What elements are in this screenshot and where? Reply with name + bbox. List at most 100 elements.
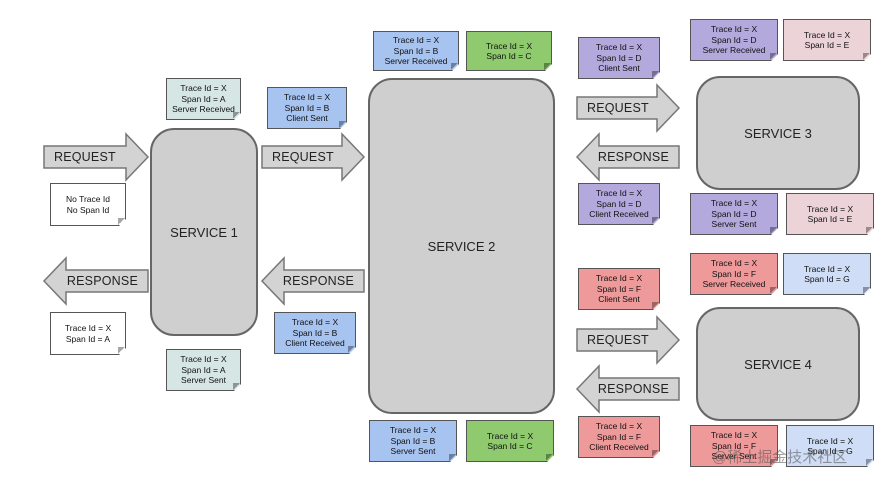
note-s2-client-received-d: Trace Id = X Span Id = D Client Received bbox=[578, 183, 660, 225]
note-line: Server Received bbox=[384, 56, 448, 67]
response-arrow-3: RESPONSE bbox=[575, 132, 680, 182]
note-line: Span Id = F bbox=[711, 440, 757, 451]
note-line: Trace Id = X bbox=[806, 435, 854, 446]
note-s1-client-received: Trace Id = X Span Id = B Client Received bbox=[274, 312, 356, 354]
service-3-box: SERVICE 3 bbox=[696, 76, 860, 190]
note-s3-server-received: Trace Id = X Span Id = D Server Received bbox=[690, 19, 778, 61]
note-line: Trace Id = X bbox=[283, 92, 331, 103]
response-label-4: RESPONSE bbox=[597, 382, 669, 396]
request-label-1: REQUEST bbox=[54, 150, 116, 164]
note-line: Trace Id = X bbox=[64, 323, 112, 333]
note-line: Server Received bbox=[172, 104, 235, 115]
note-line: Client Received bbox=[589, 442, 649, 453]
note-line: Span Id = A bbox=[65, 333, 111, 344]
note-line: Trace Id = X bbox=[803, 29, 851, 40]
note-s3-server-sent: Trace Id = X Span Id = D Server Sent bbox=[690, 193, 778, 235]
note-line: Span Id = B bbox=[393, 45, 439, 56]
note-line: Server Sent bbox=[181, 375, 226, 386]
note-line: Client Sent bbox=[598, 294, 640, 305]
note-line: Trace Id = X bbox=[595, 273, 643, 284]
service-2-label: SERVICE 2 bbox=[427, 238, 496, 254]
note-line: Client Sent bbox=[286, 113, 328, 124]
response-label-1: RESPONSE bbox=[66, 274, 138, 288]
note-line: Span Id = D bbox=[711, 34, 757, 45]
note-client-response: Trace Id = X Span Id = A bbox=[50, 312, 126, 355]
note-line: Trace Id = X bbox=[710, 198, 758, 209]
note-s4-server-received: Trace Id = X Span Id = F Server Received bbox=[690, 253, 778, 295]
note-line: Trace Id = X bbox=[291, 317, 339, 328]
note-line: Span Id = B bbox=[284, 102, 330, 113]
note-line: Server Received bbox=[702, 279, 766, 290]
note-s1-server-received: Trace Id = X Span Id = A Server Received bbox=[166, 78, 241, 120]
note-line: Span Id = D bbox=[711, 208, 757, 219]
response-label-3: RESPONSE bbox=[597, 150, 669, 164]
note-s4-span-g-bottom: Trace Id = X Span Id = G bbox=[786, 425, 874, 467]
note-line: Span Id = E bbox=[807, 214, 853, 224]
note-s4-span-g-top: Trace Id = X Span Id = G bbox=[783, 253, 871, 295]
service-1-label: SERVICE 1 bbox=[170, 224, 238, 240]
note-line: Trace Id = X bbox=[806, 203, 854, 214]
service-4-label: SERVICE 4 bbox=[744, 356, 812, 372]
note-line: Span Id = D bbox=[596, 52, 642, 63]
note-line: Client Received bbox=[285, 338, 345, 349]
note-s2-server-received: Trace Id = X Span Id = B Server Received bbox=[373, 31, 459, 71]
note-line: Span Id = B bbox=[292, 327, 338, 338]
note-s3-span-e-top: Trace Id = X Span Id = E bbox=[783, 19, 871, 61]
note-line: Span Id = C bbox=[487, 441, 533, 451]
note-line: Span Id = B bbox=[390, 435, 436, 446]
note-line: Server Sent bbox=[711, 451, 757, 462]
response-arrow-2: RESPONSE bbox=[260, 256, 365, 306]
note-line: Span Id = F bbox=[596, 283, 642, 294]
response-label-2: RESPONSE bbox=[282, 274, 354, 288]
note-line: Span Id = F bbox=[596, 431, 642, 442]
request-arrow-3: REQUEST bbox=[576, 83, 681, 133]
note-line: Span Id = E bbox=[804, 40, 850, 50]
note-line: Span Id = F bbox=[711, 268, 757, 279]
note-line: Trace Id = X bbox=[803, 263, 851, 274]
note-line: Client Received bbox=[589, 209, 649, 220]
response-arrow-1: RESPONSE bbox=[42, 256, 149, 306]
note-s2-span-c-top: Trace Id = X Span Id = C bbox=[466, 31, 552, 71]
note-line: Trace Id = X bbox=[595, 188, 643, 199]
note-line: Server Sent bbox=[711, 219, 757, 230]
note-line: No Span Id bbox=[66, 204, 110, 215]
note-line: Trace Id = X bbox=[710, 430, 758, 441]
service-1-box: SERVICE 1 bbox=[150, 128, 258, 336]
note-s2-span-c-bottom: Trace Id = X Span Id = C bbox=[466, 420, 554, 462]
note-line: Trace Id = X bbox=[180, 83, 227, 94]
note-line: Trace Id = X bbox=[710, 24, 758, 35]
request-label-3: REQUEST bbox=[587, 101, 649, 115]
note-line: Trace Id = X bbox=[710, 258, 758, 269]
note-s2-client-sent-f: Trace Id = X Span Id = F Client Sent bbox=[578, 268, 660, 310]
note-s2-server-sent: Trace Id = X Span Id = B Server Sent bbox=[369, 420, 457, 462]
note-line: Server Received bbox=[702, 45, 766, 56]
response-arrow-4: RESPONSE bbox=[575, 364, 680, 414]
note-s1-server-sent: Trace Id = X Span Id = A Server Sent bbox=[166, 349, 241, 391]
request-arrow-4: REQUEST bbox=[576, 315, 681, 365]
note-line: Span Id = D bbox=[596, 198, 642, 209]
note-line: Span Id = G bbox=[804, 274, 850, 284]
note-line: No Trace Id bbox=[66, 194, 110, 204]
note-s2-client-received-f: Trace Id = X Span Id = F Client Received bbox=[578, 416, 660, 458]
note-line: Span Id = A bbox=[181, 93, 226, 104]
note-line: Server Sent bbox=[390, 446, 436, 457]
request-label-4: REQUEST bbox=[587, 333, 649, 347]
note-line: Trace Id = X bbox=[392, 35, 440, 46]
note-line: Span Id = A bbox=[181, 364, 226, 375]
note-line: Span Id = C bbox=[486, 51, 532, 61]
note-line: Trace Id = X bbox=[486, 430, 534, 441]
note-s4-server-sent: Trace Id = X Span Id = F Server Sent bbox=[690, 425, 778, 467]
request-arrow-2: REQUEST bbox=[261, 132, 366, 182]
note-line: Span Id = G bbox=[807, 446, 853, 456]
note-line: Trace Id = X bbox=[595, 421, 643, 432]
note-client-no-trace: No Trace Id No Span Id bbox=[50, 183, 126, 226]
note-s1-client-sent: Trace Id = X Span Id = B Client Sent bbox=[267, 87, 347, 129]
note-s3-span-e-bottom: Trace Id = X Span Id = E bbox=[786, 193, 874, 235]
service-3-label: SERVICE 3 bbox=[744, 125, 812, 141]
note-line: Trace Id = X bbox=[180, 354, 227, 365]
note-line: Trace Id = X bbox=[595, 42, 643, 53]
watermark: @稀土掘金技术社区 bbox=[712, 449, 848, 466]
note-s2-client-sent-d: Trace Id = X Span Id = D Client Sent bbox=[578, 37, 660, 79]
note-line: Trace Id = X bbox=[485, 40, 533, 51]
